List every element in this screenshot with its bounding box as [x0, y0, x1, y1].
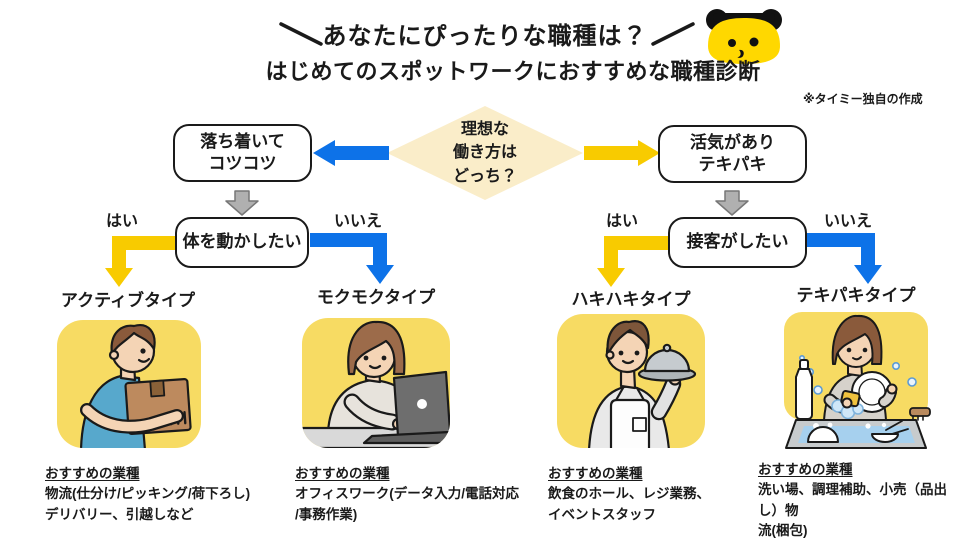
page-subtitle: はじめてのスポットワークにおすすめな職種診断 [265, 59, 761, 84]
woman-at-laptop-illustration [302, 318, 450, 448]
arrow-no-right-branch [798, 233, 882, 284]
arrow-gray-down-left [225, 190, 259, 216]
jobs-heading: おすすめの業種 [548, 466, 643, 481]
decor-slash-right [651, 22, 695, 46]
jobs-heading: おすすめの業種 [758, 462, 853, 477]
waiter-with-tray-illustration [557, 314, 705, 448]
type-label-mokumoku: モクモクタイプ [316, 287, 436, 307]
type-label-tekipaki: テキパキタイプ [796, 285, 916, 305]
jobs-text: 飲食のホール、レジ業務、 イベントスタッフ [548, 486, 710, 522]
jobs-heading: おすすめの業種 [45, 466, 140, 481]
arrow-yellow-right [584, 140, 660, 166]
jobs-heading: おすすめの業種 [295, 466, 390, 481]
timee-bear-icon [706, 9, 782, 64]
jobs-text: 物流(仕分け/ピッキング/荷下ろし) デリバリー、引越しなど [45, 486, 251, 522]
arrow-yes-right-branch [597, 236, 669, 287]
type-label-active: アクティブタイプ [60, 290, 196, 310]
question-box-customer-service: 接客がしたい [668, 217, 807, 268]
arrow-blue-left [313, 140, 389, 166]
question-box-move-body: 体を動かしたい [175, 217, 309, 268]
type-label-hakihaki: ハキハキタイプ [571, 289, 691, 309]
yes-label-right: はい [605, 213, 638, 230]
question-diamond-shape [387, 106, 583, 200]
page-title: あなたにぴったりな職種は？ [322, 22, 648, 50]
woman-washing-dishes-illustration [784, 312, 931, 449]
jobs-block-tekipaki: おすすめの業種 洗い場、調理補助、小売（品出し）物 流(梱包) [758, 460, 958, 540]
no-label-right: いいえ [823, 213, 872, 230]
source-note: ※タイミー独自の作成 [803, 92, 923, 106]
question-diamond-text: 理想な 働き方は どっち？ [452, 121, 517, 185]
yes-label-left: はい [105, 213, 138, 230]
arrow-gray-down-right [715, 190, 749, 216]
man-carrying-box-illustration [57, 320, 201, 448]
style-box-lively: 活気があり テキパキ [658, 125, 807, 183]
jobs-text: 洗い場、調理補助、小売（品出し）物 流(梱包) [758, 482, 947, 538]
decor-slash-left [279, 22, 323, 46]
jobs-text: オフィスワーク(データ入力/電話対応 /事務作業) [295, 486, 519, 522]
style-box-calm: 落ち着いて コツコツ [173, 124, 312, 182]
jobs-block-active: おすすめの業種 物流(仕分け/ピッキング/荷下ろし) デリバリー、引越しなど [45, 464, 277, 525]
no-label-left: いいえ [333, 213, 382, 230]
jobs-block-hakihaki: おすすめの業種 飲食のホール、レジ業務、 イベントスタッフ [548, 464, 768, 525]
arrow-no-left-branch [310, 233, 394, 284]
arrow-yes-left-branch [105, 236, 177, 287]
jobs-block-mokumoku: おすすめの業種 オフィスワーク(データ入力/電話対応 /事務作業) [295, 464, 527, 525]
